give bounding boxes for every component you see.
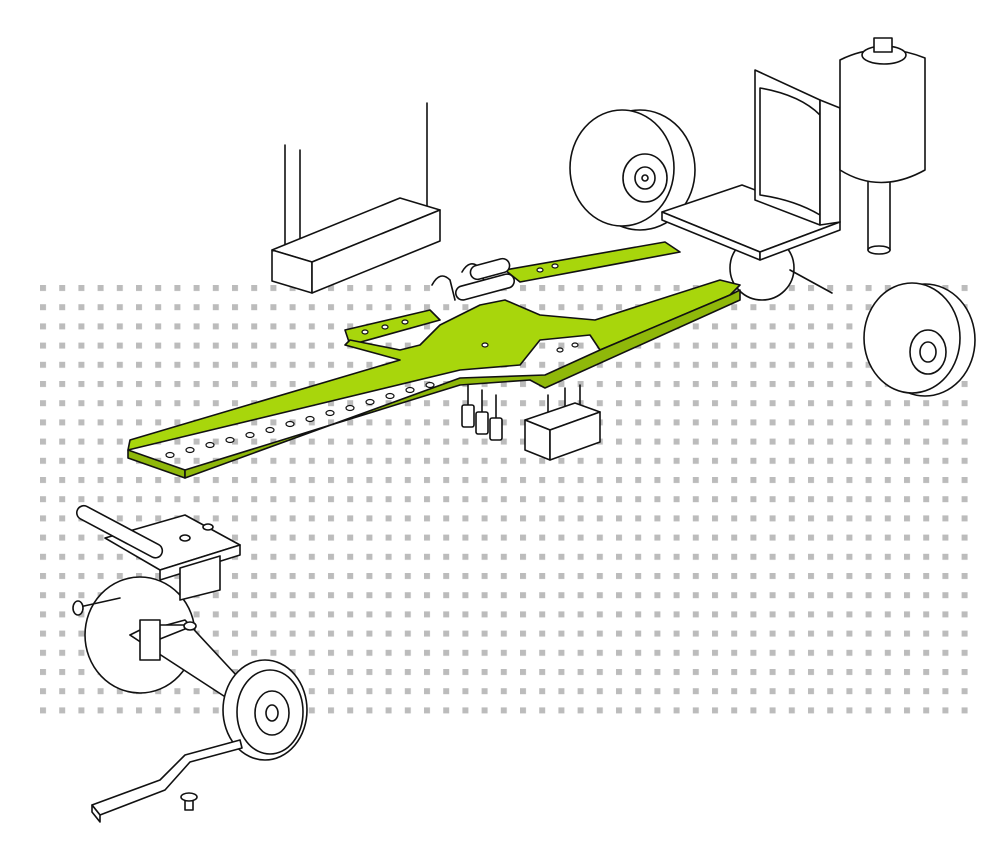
main-chassis-plate [127,241,741,479]
motor [839,37,926,255]
connector-block [524,384,601,461]
motor-bracket [661,69,841,301]
sensor-board-with-pins [271,102,441,294]
steering-arm [91,739,243,823]
chassis-clips [431,257,516,301]
front-wheel [222,659,308,761]
small-screw [180,792,198,811]
rear-wheel-left [569,109,696,231]
front-steering-plate [72,504,241,694]
front-axle [129,619,251,701]
rear-wheel-right [863,282,976,397]
screws [461,384,503,441]
chassis-holes [165,263,579,459]
